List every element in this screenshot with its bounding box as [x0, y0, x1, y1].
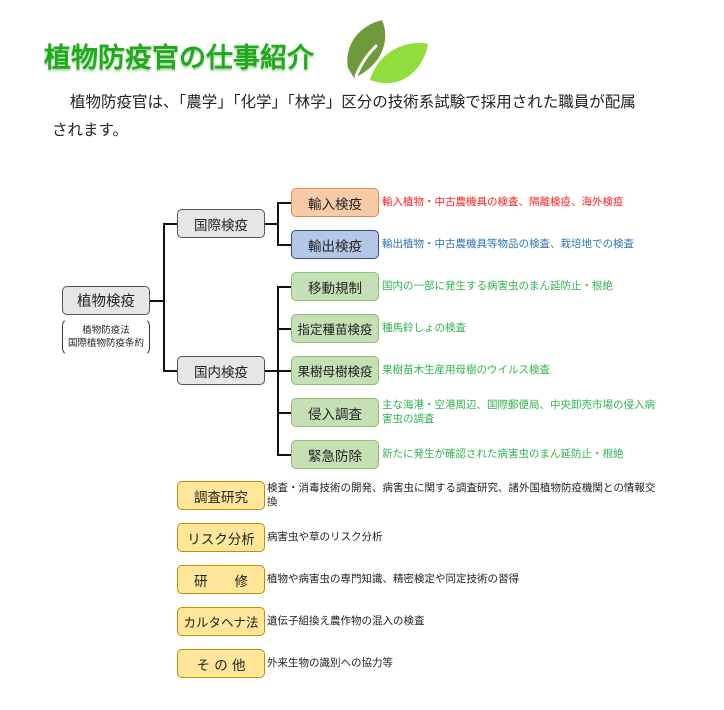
- desc-research: 検査・消毒技術の開発、病害虫に関する調査研究、諸外国植物防疫機関との情報交換: [267, 482, 656, 508]
- connector: [277, 202, 291, 204]
- desc-movement: 国内の一部に発生する病害虫のまん延防止・根絶: [382, 280, 613, 292]
- connector: [277, 202, 279, 245]
- connector: [277, 328, 291, 330]
- desc-risk: 病害虫や草のリスク分析: [267, 531, 383, 543]
- law-1: 植物防疫法: [82, 325, 130, 336]
- law-note: 植物防疫法 国際植物防疫条約: [62, 318, 150, 356]
- leaf-icon: [347, 20, 428, 84]
- node-emergency: 緊急防除: [291, 440, 379, 469]
- connector: [264, 370, 278, 372]
- node-international: 国際検疫: [177, 209, 265, 238]
- node-plant-quarantine: 植物検疫: [62, 286, 150, 315]
- connector: [163, 223, 165, 371]
- connector: [277, 286, 291, 288]
- desc-other: 外来生物の識別への協力等: [267, 657, 393, 669]
- node-cartagena: カルタヘナ法: [177, 607, 265, 636]
- intro-line-2: されます。: [52, 121, 128, 139]
- desc-seed: 種馬鈴しょの検査: [382, 322, 466, 334]
- connector: [163, 223, 177, 225]
- connector: [150, 300, 164, 302]
- desc-import: 輸入植物・中古農機具の検査、隔離検疫、海外検疫: [382, 196, 624, 208]
- node-invasion: 侵入調査: [291, 398, 379, 427]
- node-domestic: 国内検疫: [177, 356, 265, 385]
- connector: [277, 244, 291, 246]
- connector: [277, 412, 291, 414]
- node-training: 研 修: [177, 565, 265, 594]
- connector: [264, 223, 278, 225]
- desc-cartagena: 遺伝子組換え農作物の混入の検査: [267, 615, 425, 627]
- connector: [277, 370, 291, 372]
- node-other: そ の 他: [177, 649, 265, 678]
- page-title: 植物防疫官の仕事紹介: [44, 43, 314, 74]
- connector: [277, 454, 291, 456]
- desc-fruit-tree: 果樹苗木生産用母樹のウイルス検査: [382, 364, 550, 376]
- node-movement: 移動規制: [291, 272, 379, 301]
- node-risk: リスク分析: [177, 523, 265, 552]
- node-import: 輸入検疫: [291, 188, 379, 217]
- connector: [163, 370, 177, 372]
- node-research: 調査研究: [177, 481, 265, 510]
- law-2: 国際植物防疫条約: [67, 338, 144, 349]
- desc-export: 輸出植物・中古農機具等物品の検査、栽培地での検査: [382, 238, 634, 250]
- node-export: 輸出検疫: [291, 230, 379, 259]
- node-seed: 指定種苗検疫: [291, 314, 379, 343]
- desc-invasion: 主な海港・空港周辺、国際郵便局、中央卸売市場の侵入病害虫の調査: [382, 399, 655, 425]
- desc-emergency: 新たに発生が確認された病害虫のまん延防止・根絶: [382, 448, 624, 460]
- desc-training: 植物や病害虫の専門知識、精密検定や同定技術の習得: [267, 573, 519, 585]
- node-fruit-tree: 果樹母樹検疫: [291, 356, 379, 385]
- intro-line-1: 植物防疫官は、「農学」「化学」「林学」区分の技術系試験で採用された職員が配属: [70, 93, 636, 111]
